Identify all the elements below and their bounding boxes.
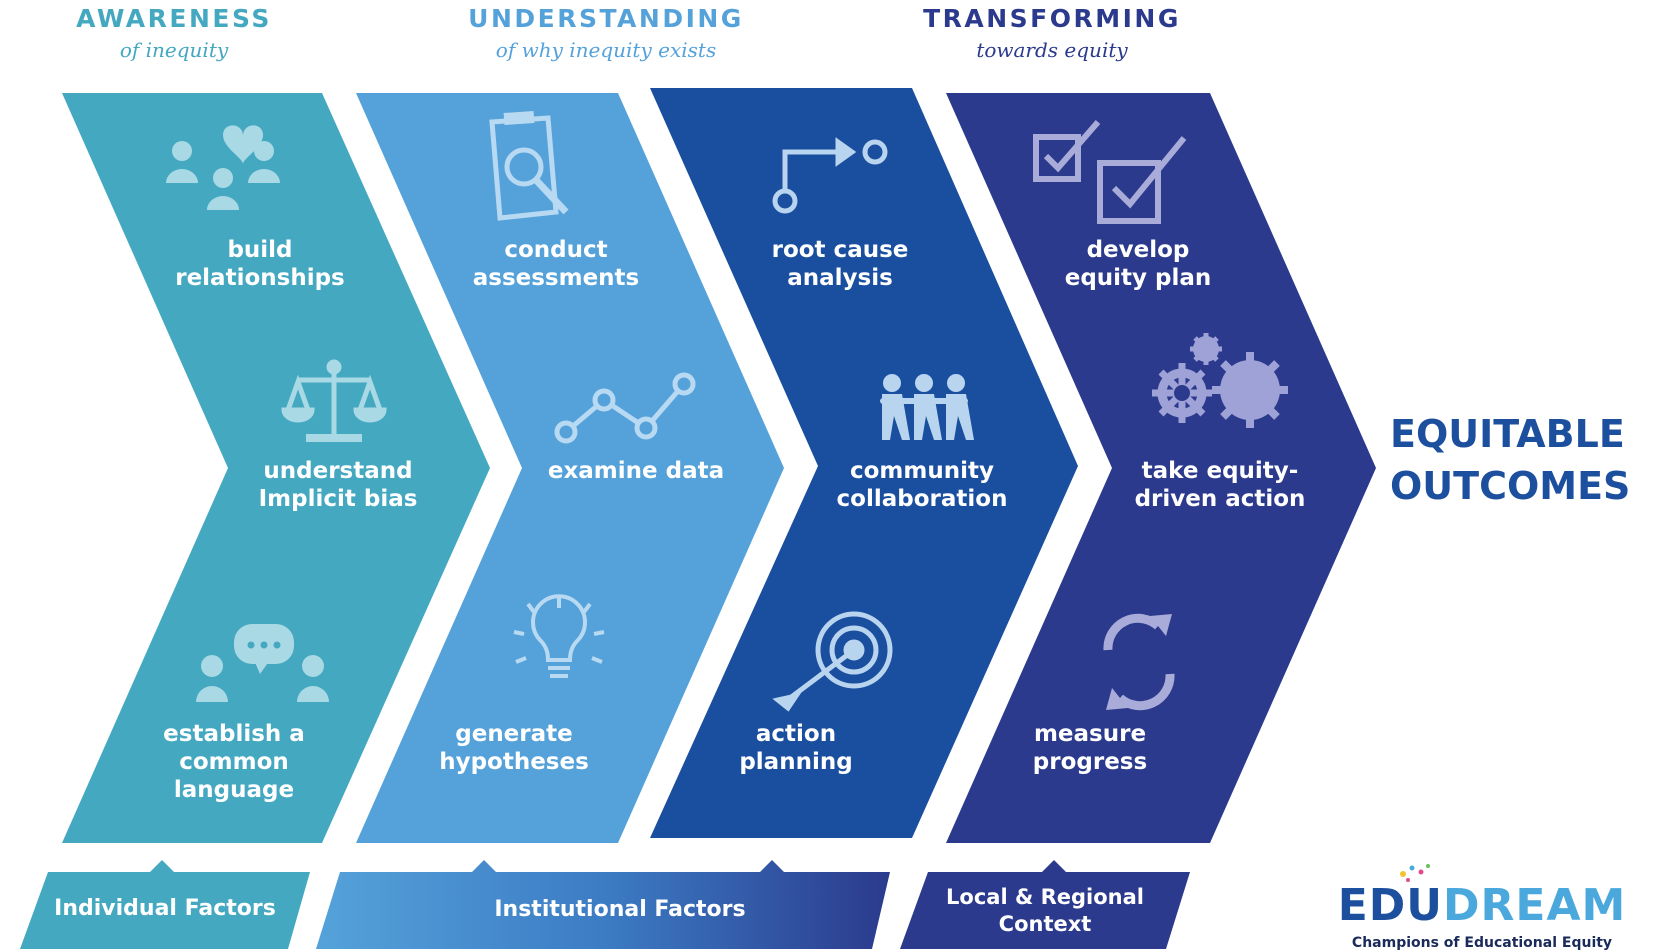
step-root-cause: root cause analysis bbox=[771, 237, 909, 291]
brand-part-dream: DREAM bbox=[1443, 880, 1627, 931]
gears-icon bbox=[1152, 333, 1288, 428]
equitable-outcomes: EQUITABLE OUTCOMES bbox=[1390, 412, 1631, 508]
checkbox-icon bbox=[1033, 120, 1187, 224]
people-heart-icon bbox=[166, 125, 280, 210]
stage-subtitle-transforming: towards equity bbox=[976, 38, 1128, 62]
factor-banner-local bbox=[900, 860, 1190, 949]
chevron-awareness bbox=[62, 93, 490, 843]
step-generate-hypotheses: generate hypotheses bbox=[439, 721, 589, 775]
stage-title-transforming: TRANSFORMING bbox=[923, 4, 1181, 33]
target-arrow-icon bbox=[772, 611, 893, 712]
factor-individual: Individual Factors bbox=[54, 896, 276, 921]
people-chain-icon bbox=[880, 374, 974, 440]
factor-institutional: Institutional Factors bbox=[494, 897, 746, 922]
step-conduct-assessments: conduct assessments bbox=[472, 237, 640, 291]
stage-title-understanding: UNDERSTANDING bbox=[468, 4, 744, 33]
step-common-language: establish a common language bbox=[163, 721, 305, 803]
refresh-cycle-icon bbox=[1103, 613, 1175, 711]
step-build-relationships: build relationships bbox=[175, 237, 345, 291]
chat-people-icon bbox=[196, 624, 329, 702]
brand-tagline: Champions of Educational Equity bbox=[1351, 935, 1613, 951]
step-community: community collaboration bbox=[836, 458, 1008, 512]
factor-local-regional: Local & Regional Context bbox=[946, 885, 1144, 936]
clipboard-magnifier-icon bbox=[489, 110, 569, 221]
stage-subtitle-awareness: of inequity bbox=[119, 38, 229, 62]
step-equity-plan: develop equity plan bbox=[1064, 237, 1212, 291]
lightbulb-icon bbox=[513, 594, 605, 678]
stage-subtitle-understanding: of why inequity exists bbox=[495, 38, 717, 62]
chevron-understanding bbox=[356, 93, 784, 843]
stage-title-awareness: AWARENESS bbox=[76, 4, 272, 33]
step-action-planning: action planning bbox=[739, 721, 853, 775]
chevron-transforming bbox=[946, 93, 1376, 843]
factor-banner-institutional bbox=[316, 860, 890, 949]
brand-stars-icon bbox=[1400, 864, 1430, 882]
edudream-logo: EDUDREAM bbox=[1322, 880, 1642, 931]
path-arrow-icon bbox=[772, 137, 888, 214]
brand-part-edu: EDU bbox=[1337, 880, 1443, 931]
step-measure-progress: measure progress bbox=[1032, 721, 1148, 775]
line-graph-icon bbox=[554, 372, 696, 444]
step-understand-bias: understand Implicit bias bbox=[258, 458, 418, 512]
step-equity-action: take equity- driven action bbox=[1134, 458, 1306, 512]
step-examine-data: examine data bbox=[547, 458, 725, 484]
scales-icon bbox=[281, 359, 387, 442]
chevron-root-cause bbox=[650, 88, 1078, 838]
factor-banner-individual bbox=[20, 860, 310, 949]
